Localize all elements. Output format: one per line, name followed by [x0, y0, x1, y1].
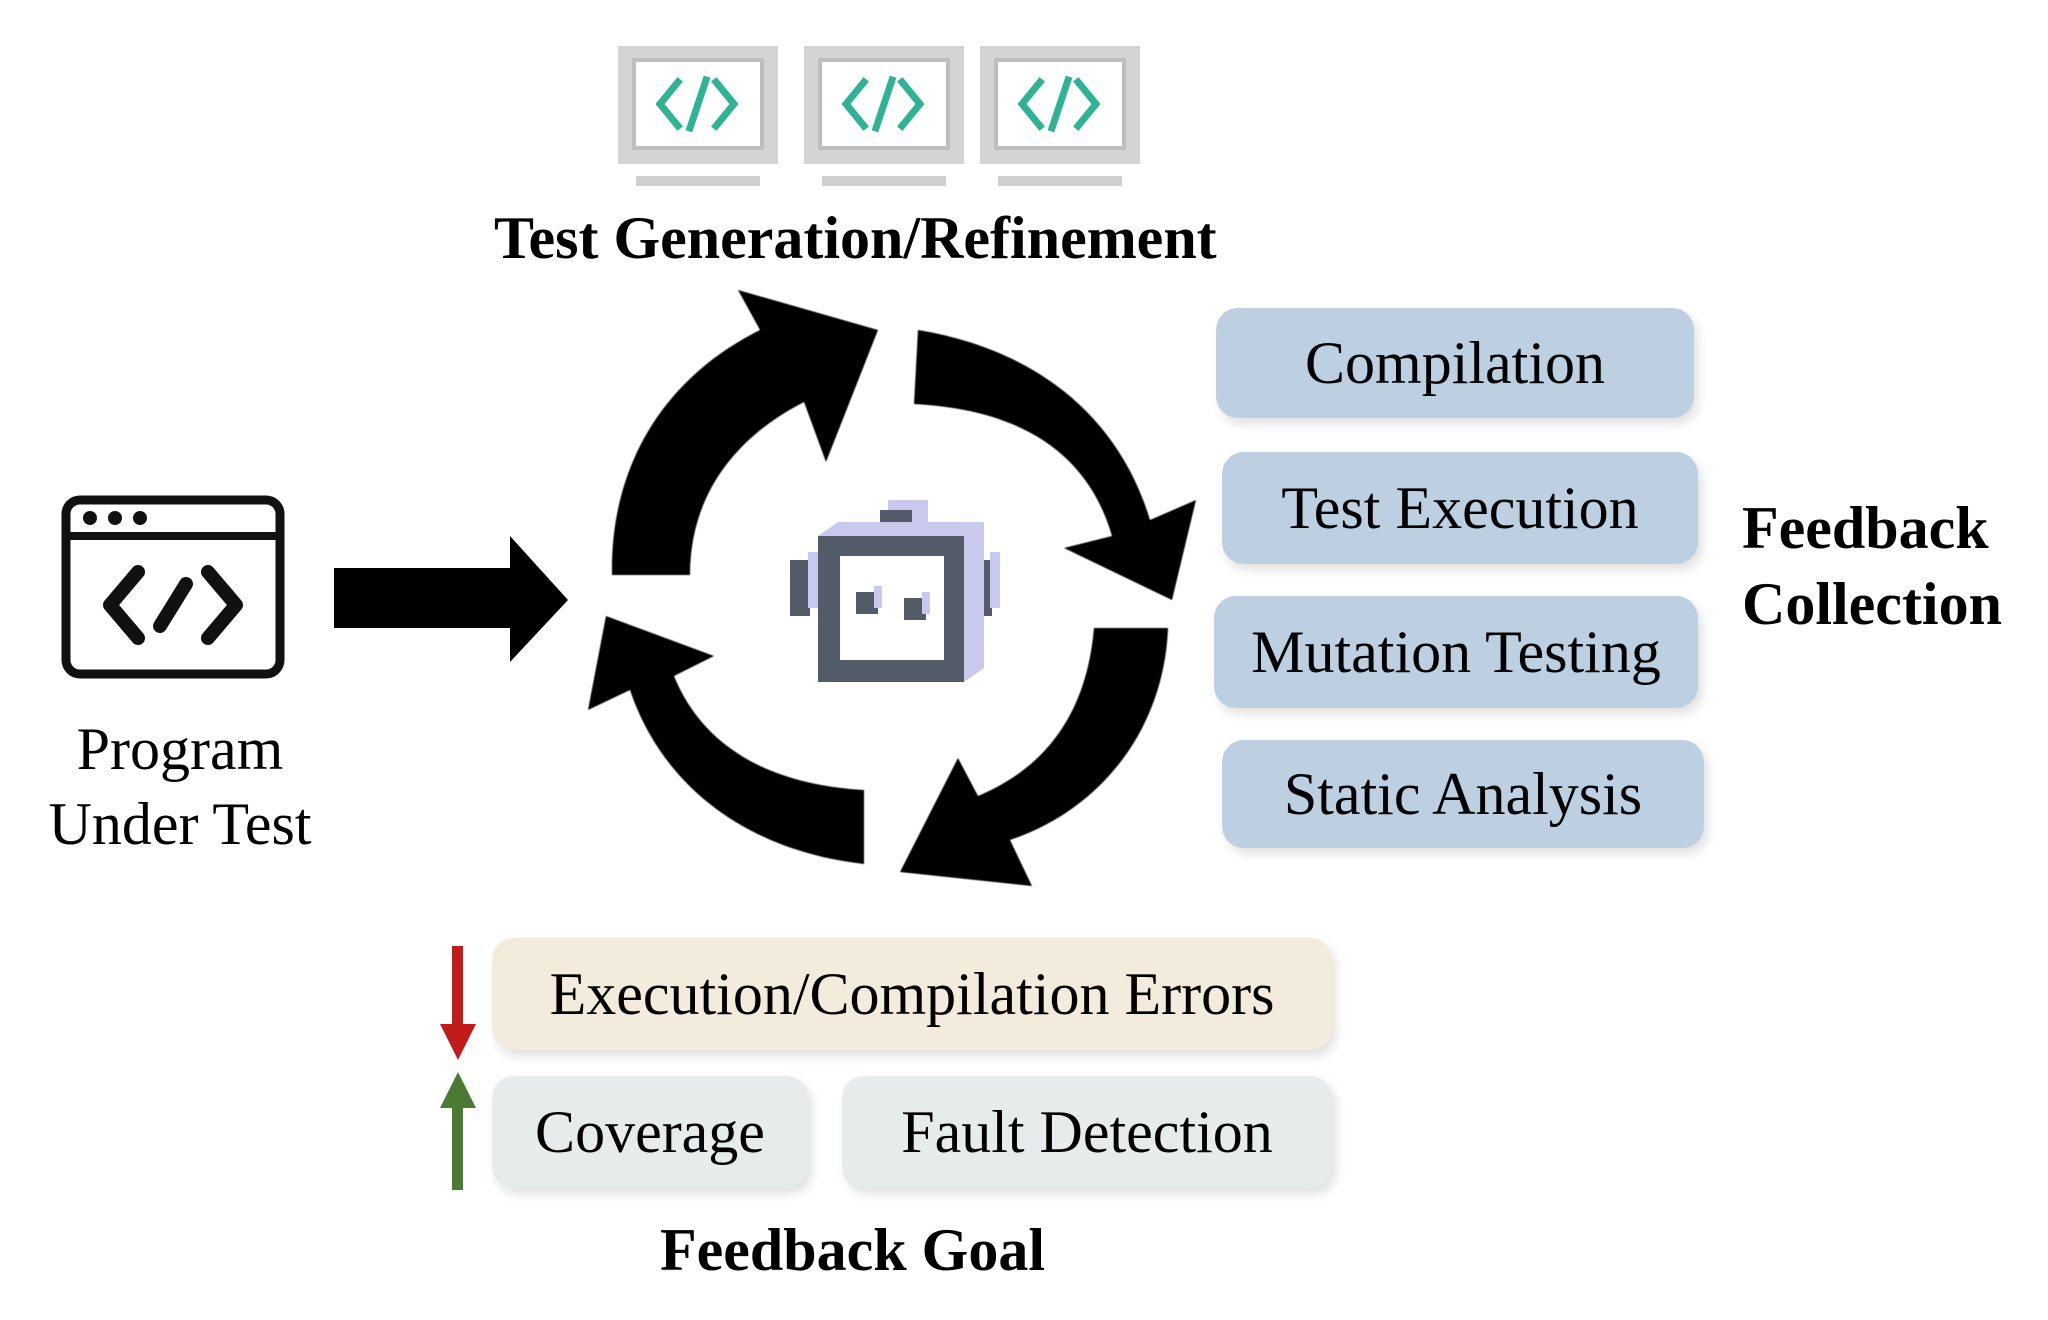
collection-item-compilation: Compilation — [1216, 308, 1694, 418]
program-window-icon — [61, 495, 285, 679]
test-code-monitor-icon — [804, 46, 964, 186]
program-label-line1: Program — [76, 716, 284, 782]
collection-item-static-analysis: Static Analysis — [1222, 740, 1704, 848]
robot-agent-icon — [790, 500, 1000, 682]
increase-arrow-icon — [440, 1072, 476, 1190]
collection-item-test-execution: Test Execution — [1222, 452, 1698, 564]
program-label-line2: Under Test — [48, 791, 312, 857]
input-arrow-icon — [334, 536, 568, 662]
test-code-monitor-icon — [618, 46, 778, 186]
collection-item-mutation-testing: Mutation Testing — [1214, 596, 1698, 708]
program-label: Program Under Test — [30, 712, 330, 862]
decrease-arrow-icon — [440, 946, 476, 1060]
collection-title-line1: Feedback — [1742, 495, 1989, 561]
goal-item-fault-detection: Fault Detection — [842, 1076, 1332, 1188]
generation-title: Test Generation/Refinement — [494, 205, 1217, 271]
goal-item-errors: Execution/Compilation Errors — [492, 938, 1332, 1050]
goal-item-coverage: Coverage — [492, 1076, 808, 1188]
goal-title: Feedback Goal — [660, 1217, 1045, 1283]
collection-title: Feedback Collection — [1742, 490, 2002, 642]
collection-title-line2: Collection — [1742, 571, 2002, 638]
test-code-monitor-icon — [980, 46, 1140, 186]
cycle-arrows-icon — [588, 290, 1196, 886]
